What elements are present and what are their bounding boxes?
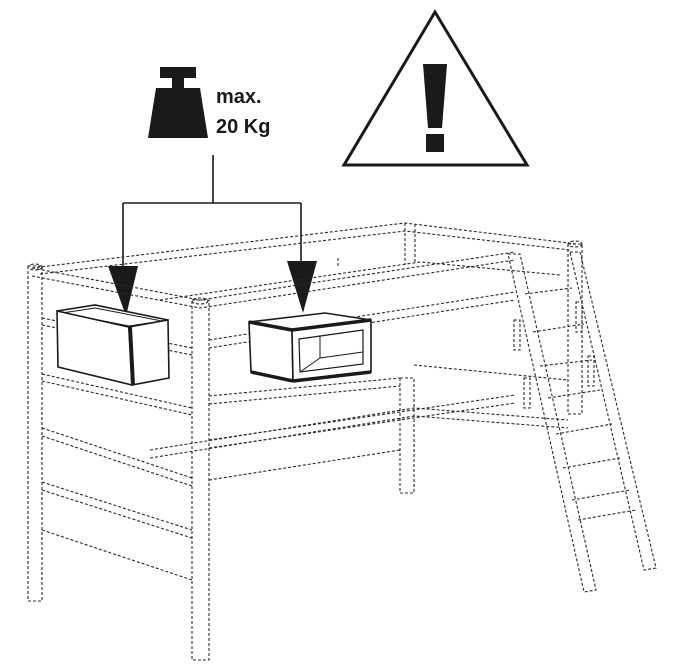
max-load-label-line2: 20 Kg <box>216 116 270 138</box>
load-arrows <box>108 155 317 316</box>
shelf-box <box>248 312 372 383</box>
loft-bed-frame <box>27 222 583 661</box>
warning-triangle-icon <box>341 9 530 167</box>
open-storage-box <box>56 304 170 387</box>
arrow-head-right <box>287 261 317 313</box>
ladder <box>507 251 657 593</box>
weight-icon <box>148 67 208 138</box>
max-load-label-line1: max. <box>216 86 262 108</box>
arrow-head-left <box>108 266 138 316</box>
